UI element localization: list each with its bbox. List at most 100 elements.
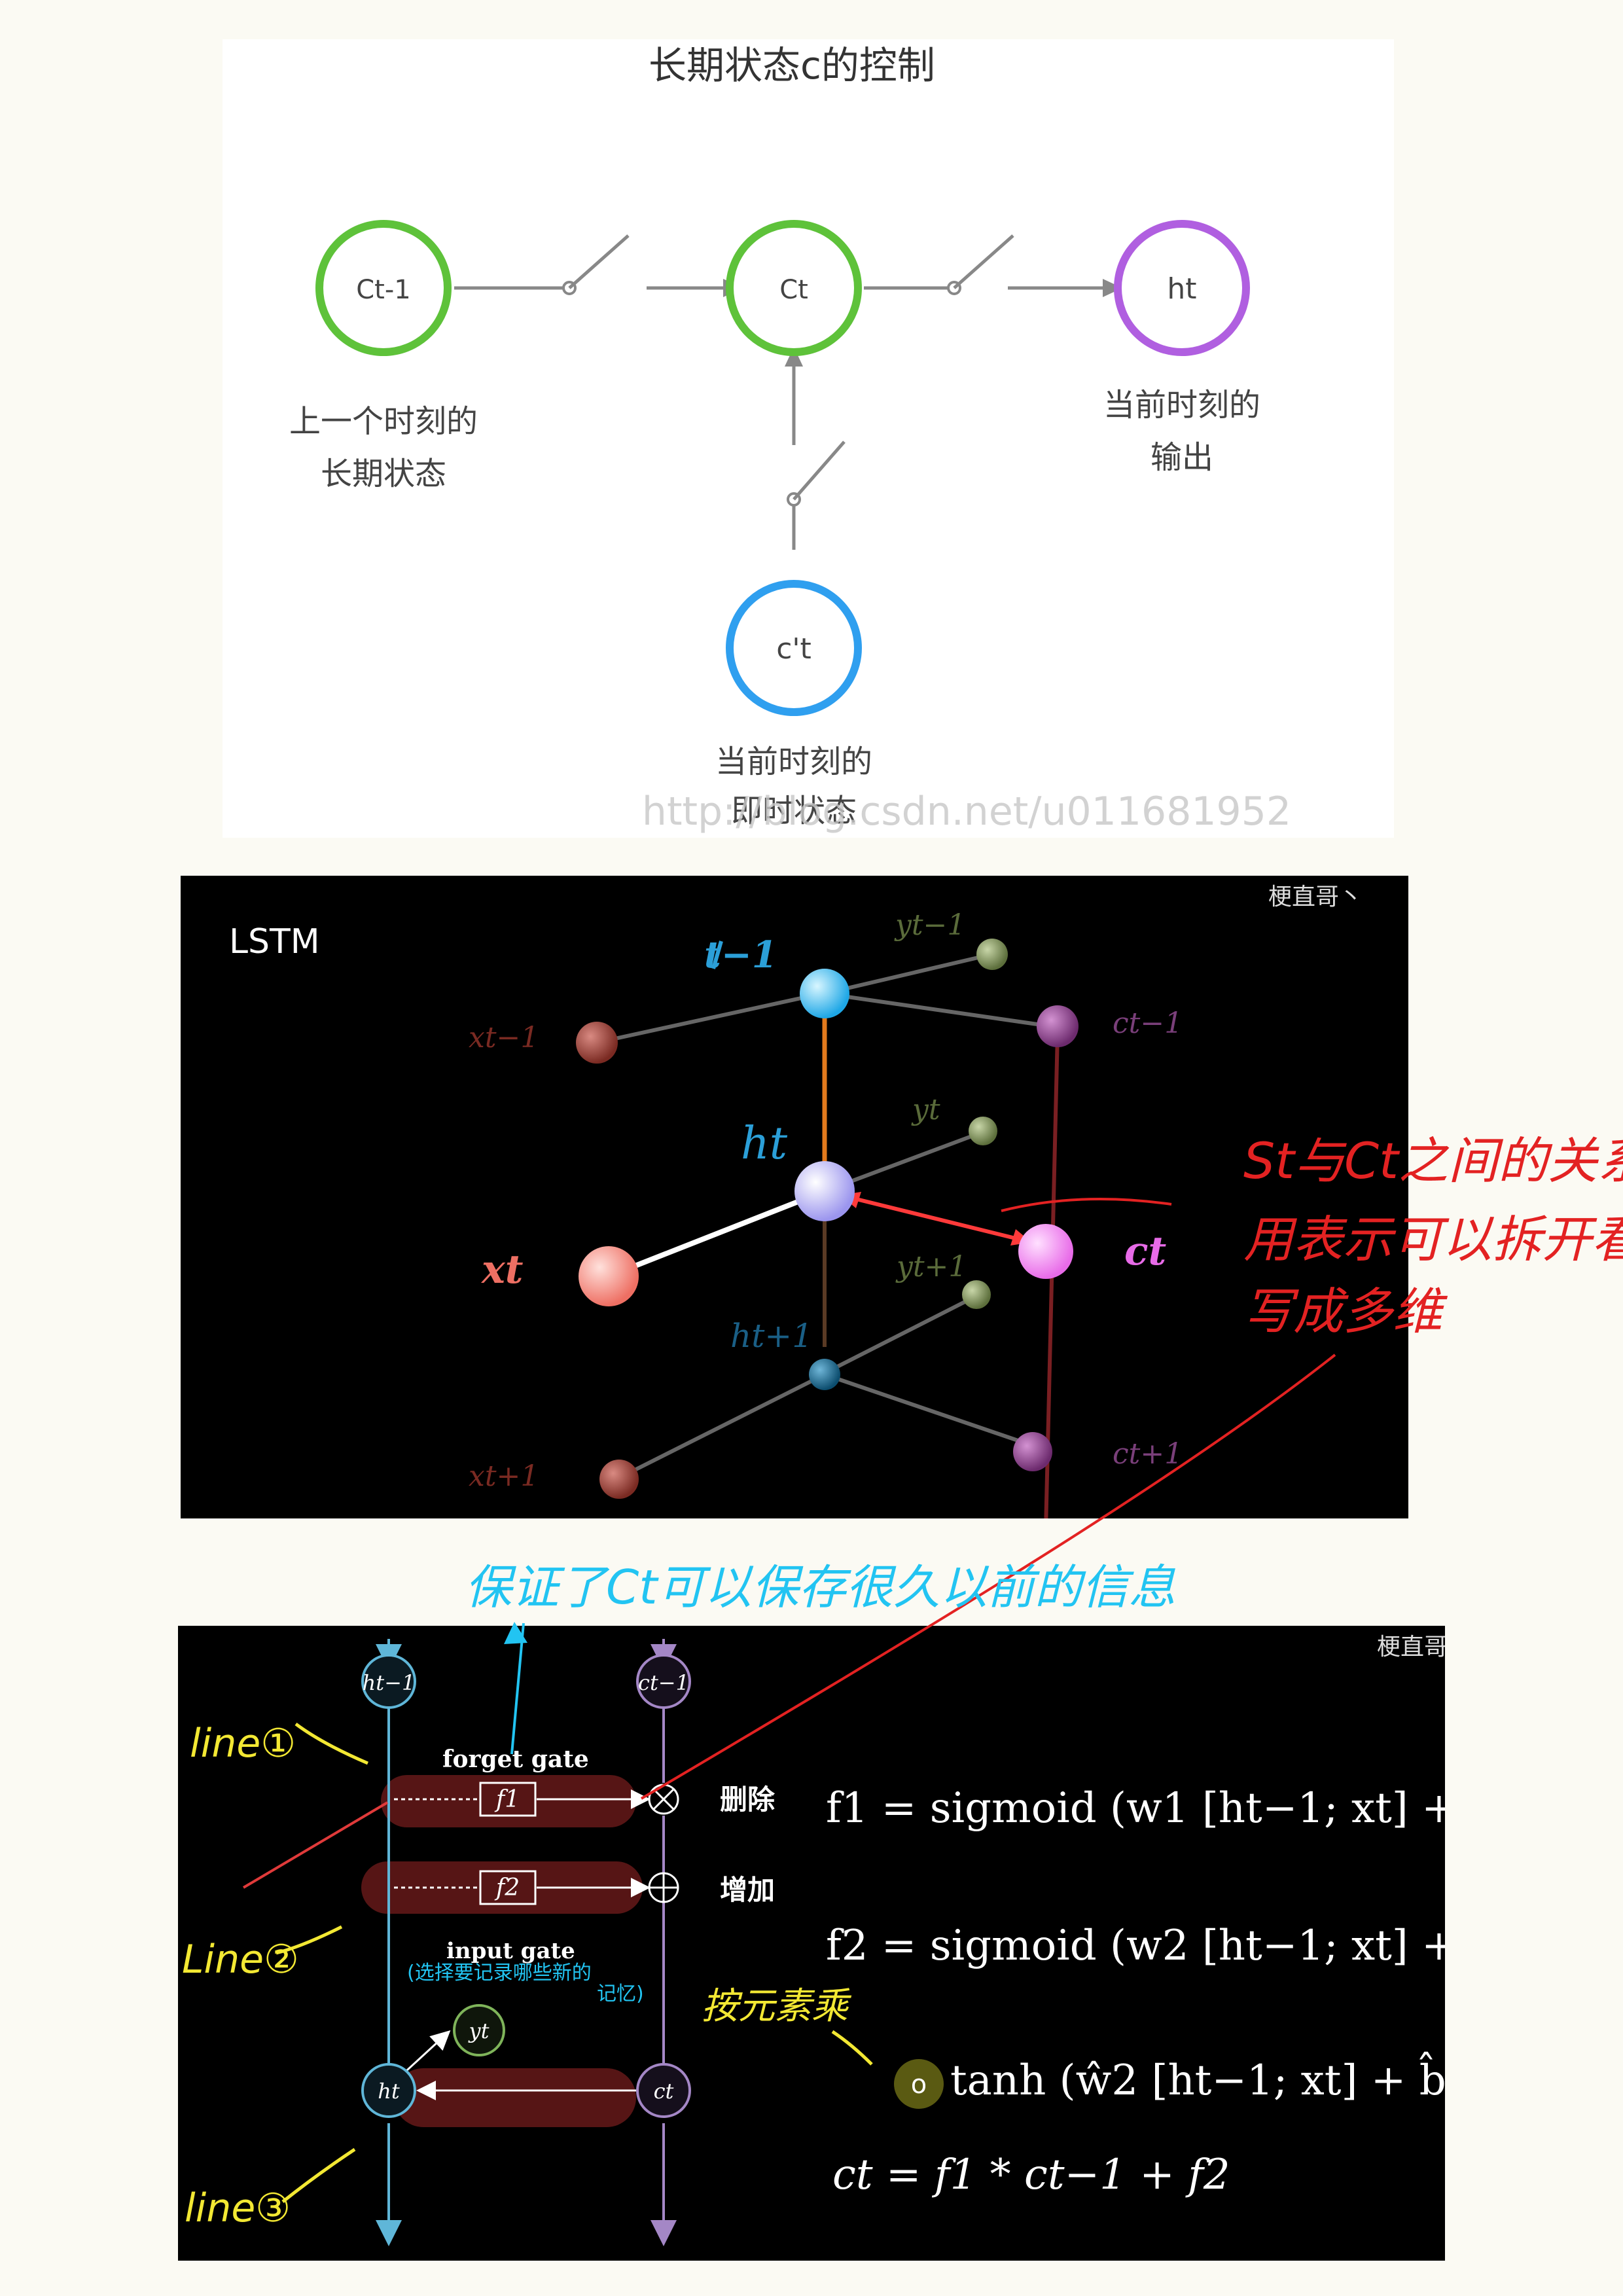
node-c-t (636, 2063, 691, 2118)
input-gate-label: input gate (446, 1938, 575, 1964)
node-c-t-label: ct (654, 2079, 674, 2104)
node-c-t (726, 220, 862, 356)
switch-arm-2 (953, 234, 1014, 289)
highlight-input (361, 1861, 643, 1914)
red-annotation-3: 写成多维 (1243, 1282, 1448, 1340)
cyan-top-note: 保证了Ct可以保存很久以前的信息 (465, 1560, 1176, 1615)
formula-f2: f2 = sigmoid (w2 [ht−1; xt] + b2) (826, 1922, 1445, 1970)
red-long-stroke (640, 1354, 1336, 1800)
cyan-note-arrow (510, 1623, 525, 1755)
add-label: 增加 (720, 1874, 775, 1906)
input-note-1: (选择要记录哪些新的 (407, 1962, 592, 1984)
f2-box (479, 1870, 537, 1905)
hand-arrow-1 (294, 1722, 368, 1765)
lstm-gates-svg: 梗直哥 f1 f2 ht−1 (182, 1634, 1540, 2246)
top-title: 长期状态c的控制 (649, 43, 935, 88)
forget-gate-label: forget gate (442, 1746, 589, 1773)
node-h-prev (800, 969, 849, 1018)
node-y-t-label: yt (468, 2018, 490, 2043)
label-c-next: ct+1 (1113, 1437, 1183, 1471)
edge-hnext-cnext (824, 1372, 1032, 1447)
caption-c-prev-2: 长期状态 (321, 456, 446, 492)
node-h-t-label: ht (378, 2079, 400, 2104)
middle-watermark: 梗直哥丶 (1268, 884, 1363, 910)
top-diagram-svg: 长期状态c的控制 Ct-1 Ct ht c't 上一个时刻的 长期状态 当前时刻… (289, 43, 1291, 834)
red-arrow-annotation (1001, 1198, 1172, 1212)
node-h-prev-label: ht−1 (363, 1670, 416, 1695)
label-h-next: ht+1 (730, 1317, 813, 1355)
label-h-t: ht (741, 1118, 788, 1170)
label-c-prev: ct−1 (1113, 1007, 1183, 1040)
label-x-next: xt+1 (469, 1460, 539, 1493)
label-y-next: yt+1 (895, 1250, 967, 1283)
node-h-t (794, 1161, 855, 1221)
edge-xnext-hnext (618, 1372, 826, 1480)
input-note-2: 记忆) (597, 1982, 644, 2005)
multiply-op-x2 (652, 1788, 675, 1810)
label-x-prev: xt−1 (469, 1021, 539, 1054)
node-c-prev (315, 220, 452, 356)
hand-arrow-2 (276, 1925, 343, 1955)
hand-elementwise: 按元素乘 (702, 1985, 852, 2028)
edge-xt-ht (607, 1189, 826, 1279)
lstm-gates-panel: 梗直哥 f1 f2 ht−1 (178, 1626, 1540, 2261)
formula-tanh-dot-label: o (911, 2070, 927, 2100)
node-c-next (1013, 1432, 1052, 1471)
caption-h-t-2: 输出 (1150, 439, 1213, 476)
f2-box-label: f2 (494, 1874, 520, 1901)
node-c-prev-label: Ct-1 (356, 275, 411, 305)
node-y-t (969, 1117, 997, 1145)
label-x-t: xt (480, 1247, 524, 1293)
formula-f1: f1 = sigmoid (w1 [ht−1; xt] + b1) (826, 1784, 1445, 1833)
node-h-next (809, 1359, 840, 1390)
hand-line3: line③ (185, 2185, 291, 2231)
arrow-to-ht (1103, 279, 1122, 297)
edge-xprev-hprev (596, 992, 823, 1045)
switch-arm-3 (793, 440, 846, 501)
bottom-watermark: 梗直哥 (1377, 1634, 1445, 1660)
formula-ct: ct = f1 * ct−1 + f2 (832, 2151, 1230, 2199)
caption-h-t-1: 当前时刻的 (1103, 387, 1260, 423)
top-diagram-panel: 长期状态c的控制 Ct-1 Ct ht c't 上一个时刻的 长期状态 当前时刻… (223, 39, 1394, 838)
red-annotation-2: 用表示可以拆开看: (1243, 1210, 1623, 1268)
hand-line2: Line② (182, 1937, 299, 1982)
label-c-t: ct (1124, 1229, 1167, 1274)
lstm-graph-panel: LSTM 梗直哥丶 t−1 yt−1 xt−1 ct− (181, 876, 1408, 1531)
edge-hnext-ynext (823, 1293, 980, 1375)
node-h-t-label: ht (1167, 272, 1196, 306)
caption-c-cand-2: 即时状态 (731, 793, 857, 829)
f1-box-label: f1 (494, 1786, 520, 1813)
red-stroke-line1 (242, 1801, 389, 1889)
node-c-t (1018, 1224, 1073, 1279)
node-x-t (579, 1246, 639, 1306)
node-y-next (962, 1280, 991, 1309)
ht-to-yt-arrow (398, 2030, 451, 2079)
node-x-prev (576, 1022, 618, 1064)
highlight-forget (381, 1775, 636, 1827)
node-h-t (361, 2063, 416, 2118)
node-x-next (599, 1460, 639, 1499)
red-annotation-1: St与Ct之间的关系 (1243, 1132, 1623, 1190)
node-y-t (453, 2004, 505, 2056)
switch-arm-1 (568, 234, 630, 289)
formula-tanh: tanh (ŵ2 [ht−1; xt] + b̂2) (950, 2052, 1445, 2105)
f1-box (479, 1782, 537, 1817)
node-y-prev (976, 939, 1008, 970)
edge-hprev-cprev (824, 992, 1043, 1027)
highlight-output (394, 2068, 636, 2127)
node-c-prev-label: ct−1 (638, 1670, 689, 1695)
edge-ht-ct (840, 1193, 1032, 1244)
caption-c-prev-1: 上一个时刻的 (289, 403, 478, 440)
lstm-graph-svg: LSTM 梗直哥丶 t−1 yt−1 xt−1 ct− (229, 884, 1363, 1531)
node-c-prev (636, 1654, 691, 1709)
label-y-t: yt (911, 1093, 940, 1126)
formula-tanh-dot (894, 2059, 944, 2109)
edge-hprev-yprev (824, 952, 993, 996)
label-h-prev-stroke (711, 941, 723, 969)
hand-arrow-3 (281, 2147, 356, 2203)
lstm-label: LSTM (229, 922, 320, 961)
label-y-prev: yt−1 (894, 908, 965, 942)
top-watermark: http://blog.csdn.net/u011681952 (642, 789, 1291, 834)
delete-label: 删除 (720, 1784, 776, 1816)
